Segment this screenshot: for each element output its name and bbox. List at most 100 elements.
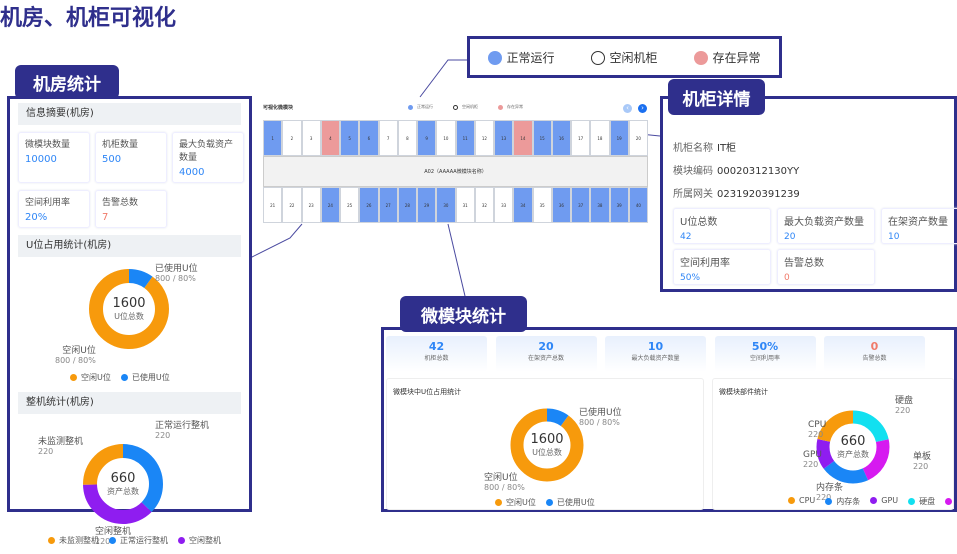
donut-chart	[89, 269, 169, 349]
card-label: 告警总数	[784, 258, 824, 269]
card-label: 在架资产数量	[888, 217, 948, 228]
next-button[interactable]: ›	[638, 104, 647, 113]
cabinet-23[interactable]: 23	[301, 187, 321, 223]
cabinet-25[interactable]: 25	[340, 187, 360, 223]
cabinet-28[interactable]: 28	[397, 187, 417, 223]
rack-legend: 正常运行 空闲机柜 存在异常	[408, 104, 523, 110]
donut-legend: 空闲U位已使用U位	[70, 372, 170, 383]
cabinet-2[interactable]: 2	[282, 120, 302, 156]
cabinet-34[interactable]: 34	[513, 187, 533, 223]
card-value: 42	[680, 232, 692, 242]
cabinet-4[interactable]: 4	[320, 120, 340, 156]
legend-item: 内存条	[825, 496, 860, 507]
cabinet-18[interactable]: 18	[590, 120, 610, 156]
module-u-title: 微模块中U位占用统计	[393, 388, 462, 396]
donut-slice-1	[89, 269, 169, 349]
legend-item: GPU	[870, 496, 898, 507]
cabinet-35[interactable]: 35	[532, 187, 552, 223]
cabinet-7[interactable]: 7	[378, 120, 398, 156]
donut-slice-1	[816, 410, 890, 484]
stat-label: 最大负载资产数量	[631, 355, 680, 362]
cabinet-33[interactable]: 33	[494, 187, 514, 223]
cabinet-19[interactable]: 19	[609, 120, 629, 156]
stat-value: 50%	[751, 340, 779, 353]
cabinet-30[interactable]: 30	[436, 187, 456, 223]
prev-button[interactable]: ‹	[623, 104, 632, 113]
cabinet-32[interactable]: 32	[474, 187, 494, 223]
cabinet-37[interactable]: 37	[571, 187, 591, 223]
cabinet-3[interactable]: 3	[301, 120, 321, 156]
cabinet-20[interactable]: 20	[628, 120, 648, 156]
cabinet-36[interactable]: 36	[551, 187, 571, 223]
legend-item: 正常运行整机	[109, 535, 168, 546]
cabinet-38[interactable]: 38	[590, 187, 610, 223]
cabinet-39[interactable]: 39	[609, 187, 629, 223]
cabinet-12[interactable]: 12	[474, 120, 494, 156]
detail-value: 00020312130YY	[717, 166, 800, 177]
cabinet-27[interactable]: 27	[378, 187, 398, 223]
card-label: 机柜数量	[102, 140, 139, 150]
cabinet-5[interactable]: 5	[340, 120, 360, 156]
cabinet-22[interactable]: 22	[282, 187, 302, 223]
cabinet-17[interactable]: 17	[571, 120, 591, 156]
machine-stats-title: 整机统计(机房)	[18, 392, 241, 414]
cabinet-13[interactable]: 13	[494, 120, 514, 156]
stat-value: 42	[428, 340, 445, 353]
cabinet-8[interactable]: 8	[397, 120, 417, 156]
cabinet-21[interactable]: 21	[263, 187, 283, 223]
donut-slice-2	[83, 444, 163, 524]
cabinet-1[interactable]: 1	[263, 120, 283, 156]
donut-chart	[816, 410, 890, 484]
module-stats-tab: 微模块统计	[400, 296, 527, 332]
cabinet-29[interactable]: 29	[417, 187, 437, 223]
rack-title: 可视化微模块	[263, 105, 294, 111]
cabinet-24[interactable]: 24	[320, 187, 340, 223]
detail-key: 机柜名称	[673, 143, 713, 154]
card-label: 告警总数	[102, 198, 139, 208]
card-value: 500	[102, 154, 122, 165]
card-label: U位总数	[680, 217, 718, 228]
cabinet-9[interactable]: 9	[417, 120, 437, 156]
cabinet-26[interactable]: 26	[359, 187, 379, 223]
cabinet-10[interactable]: 10	[436, 120, 456, 156]
legend-item: 空闲整机	[178, 535, 221, 546]
card-value: 20	[784, 232, 796, 242]
legend-abnormal: 存在异常	[694, 49, 761, 66]
cabinet-14[interactable]: 14	[513, 120, 533, 156]
cabinet-6[interactable]: 6	[359, 120, 379, 156]
cabinet-11[interactable]: 11	[455, 120, 475, 156]
stat-label: 机柜总数	[424, 355, 449, 362]
donut-legend: 未监测整机正常运行整机空闲整机	[48, 535, 221, 546]
cabinet-31[interactable]: 31	[455, 187, 475, 223]
card-label: 最大负载资产数量	[179, 140, 234, 163]
cabinet-40[interactable]: 40	[628, 187, 648, 223]
cabinet-15[interactable]: 15	[532, 120, 552, 156]
summary-card: 机柜数量 500	[95, 132, 167, 183]
cabinet-16[interactable]: 16	[551, 120, 571, 156]
legend-item: 已使用U位	[545, 497, 595, 508]
card-label: 最大负载资产数量	[784, 217, 864, 228]
card-value: 50%	[680, 273, 701, 283]
detail-value: IT柜	[717, 143, 737, 154]
legend-normal: 正常运行	[488, 49, 555, 66]
module-stats-panel	[381, 327, 957, 512]
